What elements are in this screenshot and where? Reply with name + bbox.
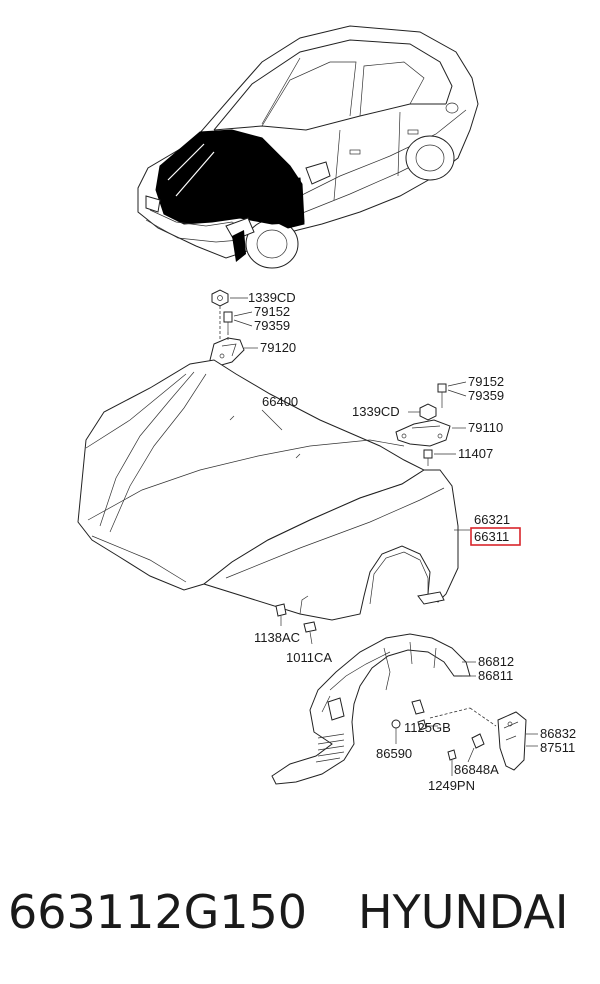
front-fender: [202, 469, 470, 621]
label-86590: 86590: [376, 746, 412, 761]
label-79152-left: 79152: [254, 304, 290, 319]
label-66311: 66311: [474, 529, 509, 544]
label-1011ca: 1011CA: [286, 650, 332, 665]
caption-part-number: 663112G150: [8, 885, 307, 939]
label-87511: 87511: [540, 740, 575, 755]
label-86812: 86812: [478, 654, 514, 669]
fasteners-lower: [275, 603, 317, 645]
label-86848a: 86848A: [454, 762, 499, 777]
liner-vent-grille: [315, 733, 345, 763]
label-86832: 86832: [540, 726, 576, 741]
label-1138ac: 1138AC: [254, 630, 300, 645]
label-66400: 66400: [262, 394, 298, 409]
label-1249pn: 1249PN: [428, 778, 475, 793]
liner-fasteners: [391, 707, 497, 776]
mud-guard: [497, 711, 538, 771]
label-1339cd-top: 1339CD: [248, 290, 296, 305]
label-79152-right: 79152: [468, 374, 504, 389]
label-86811: 86811: [478, 668, 513, 683]
label-79359-left: 79359: [254, 318, 290, 333]
callout-labels: 1339CD 79152 79359 79120 66400 79152 793…: [248, 290, 576, 793]
label-66321: 66321: [474, 512, 510, 527]
caption-brand: HYUNDAI: [358, 885, 568, 939]
car-illustration: [137, 25, 479, 269]
highlighted-fender: [271, 177, 305, 229]
highlight-box-66311: [470, 527, 521, 546]
label-1339cd-right: 1339CD: [352, 404, 400, 419]
hood-hinge-right: [395, 381, 467, 466]
hood-hinge-left: [209, 289, 258, 367]
label-79120: 79120: [260, 340, 296, 355]
label-79359-right: 79359: [468, 388, 504, 403]
wheel-guard: [271, 633, 476, 785]
label-11407: 11407: [458, 446, 493, 461]
label-1125gb: 1125GB: [404, 720, 451, 735]
label-79110: 79110: [468, 420, 503, 435]
caption: 663112G150 HYUNDAI: [8, 885, 568, 939]
